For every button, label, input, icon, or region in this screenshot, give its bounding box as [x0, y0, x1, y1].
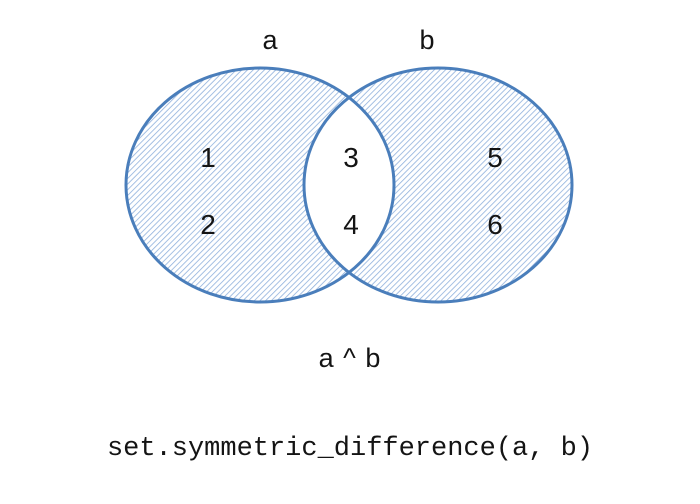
member-center-bottom: 4 [343, 209, 359, 240]
region-intersection-fill [304, 68, 394, 302]
ellipse-set-a [124, 66, 396, 304]
code-caption: set.symmetric_difference(a, b) [106, 434, 594, 464]
member-left-top: 1 [200, 142, 216, 173]
member-right-bottom: 6 [487, 209, 503, 240]
set-label-b: b [419, 25, 435, 55]
member-right-top: 5 [487, 142, 503, 173]
member-center-top: 3 [343, 142, 359, 173]
ellipse-set-b [302, 66, 574, 304]
member-left-bottom: 2 [200, 209, 216, 240]
set-label-a: a [262, 25, 278, 55]
expression-caption: a ^ b [318, 343, 382, 373]
